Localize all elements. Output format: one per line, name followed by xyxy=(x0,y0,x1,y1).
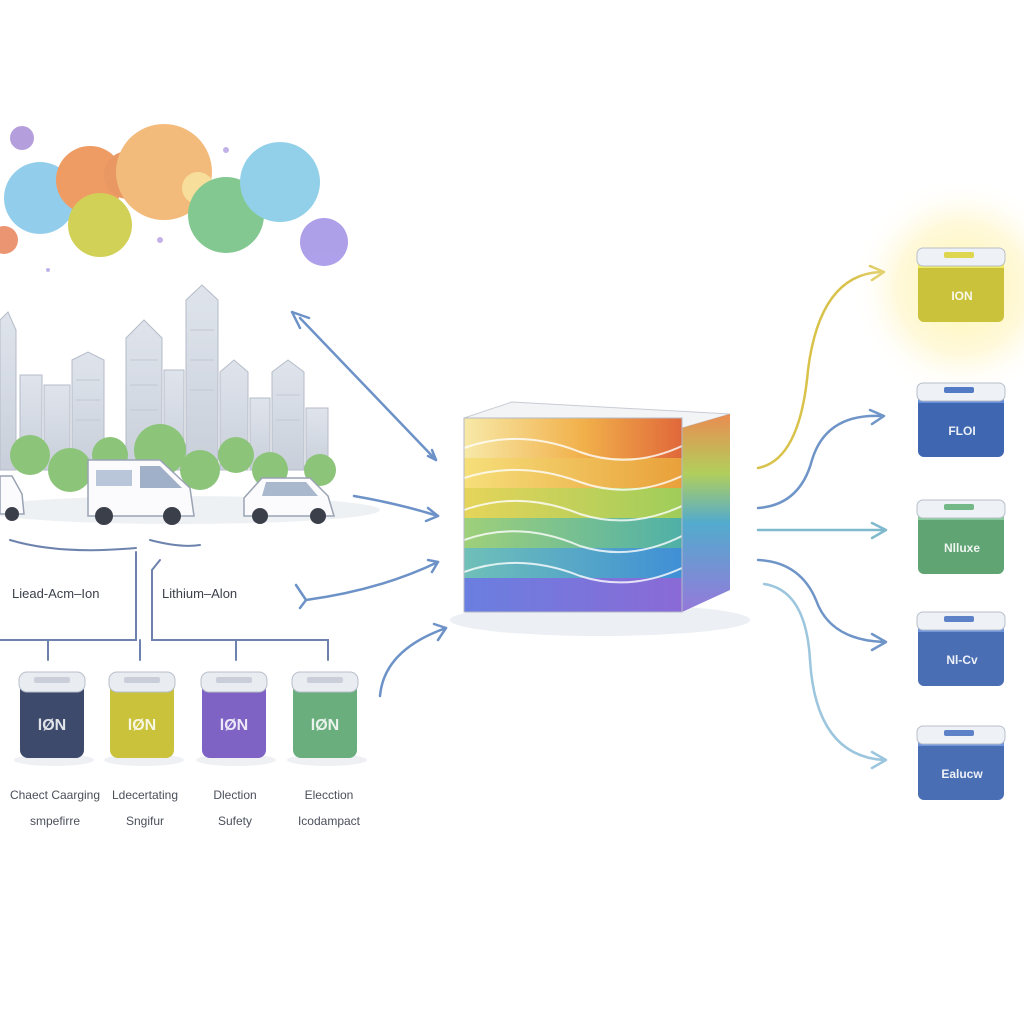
right-battery-2: FLOI xyxy=(916,382,1006,457)
left-battery-4: lØN xyxy=(287,671,367,766)
battery-body xyxy=(293,682,357,758)
caption-4: Elecction Icodampact xyxy=(274,782,384,834)
right-battery-5: Ealucw xyxy=(916,725,1006,800)
car-partial xyxy=(0,475,25,521)
tree-connector xyxy=(0,539,329,661)
battery-label: ION xyxy=(951,289,972,303)
battery-label: lØN xyxy=(311,717,339,734)
battery-body xyxy=(202,682,266,758)
battery-label: Ealucw xyxy=(941,767,983,781)
battery-label: lØN xyxy=(220,717,248,734)
caption-3: Dlection Sufety xyxy=(180,782,290,834)
battery-body xyxy=(110,682,174,758)
right-battery-1: ION xyxy=(852,178,1024,398)
lead-acid-branch-label: Liead-Acm–Ion xyxy=(12,586,100,601)
battery-terminal xyxy=(944,730,974,736)
caption-1-line1: Chaect Caarging xyxy=(9,788,101,802)
battery-terminal xyxy=(34,677,70,683)
bubble-cloud xyxy=(0,124,348,272)
battery-terminal xyxy=(944,616,974,622)
battery-body xyxy=(918,260,1004,322)
battery-terminal xyxy=(944,504,974,510)
caption-3-line2: Sufety xyxy=(217,814,253,828)
battery-terminal xyxy=(216,677,252,683)
battery-body xyxy=(918,512,1004,574)
van xyxy=(87,459,195,525)
caption-4-line2: Icodampact xyxy=(297,814,361,828)
lithium-branch-label: Lithium–Alon xyxy=(162,586,238,601)
battery-terminal xyxy=(944,387,974,393)
left-battery-3: lØN xyxy=(196,671,276,766)
left-battery-2: lØN xyxy=(104,671,184,766)
input-battery-row: lØN lØN lØN lØN xyxy=(14,671,367,766)
layered-cube xyxy=(450,401,750,636)
battery-label: Nlluxe xyxy=(944,541,980,555)
caption-2-line2: Sngifur xyxy=(125,814,165,828)
caption-3-line1: Dlection xyxy=(213,788,257,802)
output-arrows xyxy=(756,264,888,770)
car xyxy=(243,477,336,524)
battery-body xyxy=(918,624,1004,686)
battery-label: lØN xyxy=(38,717,66,734)
battery-body xyxy=(918,395,1004,457)
battery-body xyxy=(20,682,84,758)
caption-1: Chaect Caarging smpefirre xyxy=(0,782,110,834)
caption-1-line2: smpefirre xyxy=(29,814,80,828)
battery-terminal xyxy=(124,677,160,683)
caption-4-line1: Elecction xyxy=(304,788,354,802)
right-battery-4: Nl-Cv xyxy=(916,611,1006,686)
input-arrows xyxy=(290,310,448,698)
battery-label: Nl-Cv xyxy=(946,653,978,667)
left-battery-1: lØN xyxy=(14,671,94,766)
skyline-windows xyxy=(76,329,300,421)
battery-terminal xyxy=(307,677,343,683)
right-battery-3: Nlluxe xyxy=(916,499,1006,574)
caption-2: Ldecertating Sngifur xyxy=(90,782,200,834)
battery-terminal xyxy=(944,252,974,258)
battery-label: lØN xyxy=(128,717,156,734)
battery-label: FLOI xyxy=(948,424,975,438)
battery-body xyxy=(918,738,1004,800)
caption-2-line1: Ldecertating xyxy=(111,788,179,802)
